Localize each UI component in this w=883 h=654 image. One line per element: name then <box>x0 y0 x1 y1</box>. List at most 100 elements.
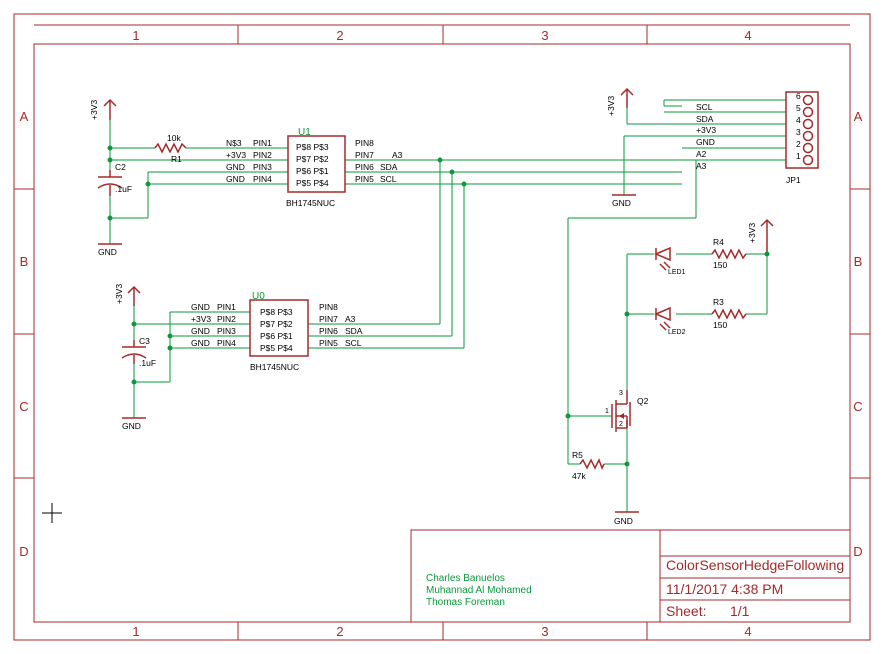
u0-pin-name: PIN8 <box>319 302 338 312</box>
jp1-pin-number: 3 <box>796 127 801 137</box>
u1-net-label: SDA <box>380 162 398 172</box>
u0-net-label: SDA <box>345 326 363 336</box>
u1-pin-name: PIN3 <box>253 162 272 172</box>
u1-net-label: N$3 <box>226 138 242 148</box>
jp1-net-label: A3 <box>696 161 707 171</box>
ground-symbol-c2: GND <box>98 243 122 257</box>
row-label: D <box>853 544 862 559</box>
column-label: 1 <box>132 28 139 43</box>
u0-net-label: A3 <box>345 314 356 324</box>
u0-net-label: GND <box>191 338 210 348</box>
power-symbol-jp1: +3V3 <box>606 87 634 116</box>
u0-net-label: +3V3 <box>191 314 211 324</box>
u1-pin-pair: P$5 P$4 <box>296 178 329 188</box>
u1-value: BH1745NUC <box>286 198 335 208</box>
r3-value: 150 <box>713 320 727 330</box>
u1-ref: U1 <box>298 127 311 138</box>
crosshair-cursor-icon <box>42 503 62 523</box>
u0-pin-name: PIN1 <box>217 302 236 312</box>
u0-pin-name: PIN2 <box>217 314 236 324</box>
r4-value: 150 <box>713 260 727 270</box>
resistor-r1: 10k R1 <box>154 133 187 164</box>
jp1-pin-number: 4 <box>796 115 801 125</box>
drawing-date: 11/1/2017 4:38 PM <box>666 581 783 597</box>
jp1-net-label: SCL <box>696 102 713 112</box>
capacitor-c2: C2 .1uF <box>97 162 132 196</box>
wires-u1 <box>109 120 464 244</box>
led1: LED1 <box>654 246 686 276</box>
u1-net-label: GND <box>226 162 245 172</box>
jp1-pin-number: 5 <box>796 103 801 113</box>
row-label: A <box>20 109 29 124</box>
jp1-net-label: SDA <box>696 114 714 124</box>
c3-ref: C3 <box>139 336 150 346</box>
q2-pin-number: 1 <box>605 408 609 415</box>
wires-leds <box>567 218 768 512</box>
r5-ref: R5 <box>572 450 583 460</box>
vcc-label: +3V3 <box>114 284 124 304</box>
u1-pin-name: PIN2 <box>253 150 272 160</box>
transistor-q2: Q2 3 1 2 <box>605 390 649 432</box>
row-label: A <box>854 109 863 124</box>
frame-row-labels-right: A B C D <box>853 109 862 559</box>
u0-pin-pair: P$5 P$4 <box>260 343 293 353</box>
gnd-label: GND <box>614 516 633 526</box>
resistor-r4: R4 150 <box>711 237 747 270</box>
q2-pin-number: 3 <box>619 390 623 397</box>
r3-ref: R3 <box>713 297 724 307</box>
power-symbol-leds: +3V3 <box>747 218 774 254</box>
connector-jp1: 6 5 4 3 2 1 SCL SDA +3V3 GND A2 A3 JP1 <box>696 91 819 185</box>
vcc-label: +3V3 <box>89 100 99 120</box>
ground-symbol-q2: GND <box>614 511 639 526</box>
c2-value: .1uF <box>115 184 132 194</box>
row-label: C <box>853 399 862 414</box>
column-label: 4 <box>744 624 751 639</box>
column-label: 4 <box>744 28 751 43</box>
vcc-label: +3V3 <box>747 223 757 243</box>
capacitor-c3: C3 .1uF <box>121 336 156 368</box>
u1-net-label: +3V3 <box>226 150 246 160</box>
u0-pin-name: PIN3 <box>217 326 236 336</box>
u0-pin-pair: P$7 P$2 <box>260 319 293 329</box>
column-label: 3 <box>541 624 548 639</box>
r1-ref: R1 <box>171 154 182 164</box>
author-name: Charles Banuelos <box>426 573 505 584</box>
jp1-pin-number: 1 <box>796 151 801 161</box>
frame-row-labels-left: A B C D <box>19 109 28 559</box>
frame-column-labels-bottom: 1 2 3 4 <box>132 624 751 639</box>
r4-ref: R4 <box>713 237 724 247</box>
u0-net-label: SCL <box>345 338 362 348</box>
junctions-leds <box>565 251 770 467</box>
power-symbol-u1: +3V3 <box>89 98 117 120</box>
jp1-pin-number: 6 <box>796 91 801 101</box>
q2-ref: Q2 <box>637 396 649 406</box>
u0-value: BH1745NUC <box>250 362 299 372</box>
u1-pin-name: PIN1 <box>253 138 272 148</box>
drawing-frame <box>13 13 871 641</box>
sheet-label: Sheet: <box>666 603 706 619</box>
resistor-r3: R3 150 <box>711 297 747 330</box>
frame-column-labels-top: 1 2 3 4 <box>132 28 751 43</box>
u0-pin-name: PIN7 <box>319 314 338 324</box>
u1-pin-name: PIN4 <box>253 174 272 184</box>
sensor-u0: U0 P$8 P$3 P$7 P$2 P$6 P$1 P$5 P$4 PIN1 … <box>191 291 363 372</box>
u1-net-label: GND <box>226 174 245 184</box>
junctions-u1 <box>107 145 467 221</box>
u0-ref: U0 <box>252 291 265 302</box>
u0-pin-name: PIN6 <box>319 326 338 336</box>
jp1-net-label: A2 <box>696 149 707 159</box>
ground-symbol-jp1: GND <box>612 194 636 208</box>
column-label: 1 <box>132 624 139 639</box>
u0-pin-pair: P$8 P$3 <box>260 307 293 317</box>
u1-pin-name: PIN6 <box>355 162 374 172</box>
u1-pin-name: PIN5 <box>355 174 374 184</box>
column-label: 3 <box>541 28 548 43</box>
u0-pin-pair: P$6 P$1 <box>260 331 293 341</box>
vcc-label: +3V3 <box>606 96 616 116</box>
sensor-u1: U1 P$8 P$3 P$7 P$2 P$6 P$1 P$5 P$4 PIN1 … <box>226 127 403 208</box>
title-block: Charles Banuelos Muhannad Al Mohamed Tho… <box>410 529 851 623</box>
u1-net-label: SCL <box>380 174 397 184</box>
drawing-title: ColorSensorHedgeFollowing <box>666 557 844 573</box>
row-label: D <box>19 544 28 559</box>
